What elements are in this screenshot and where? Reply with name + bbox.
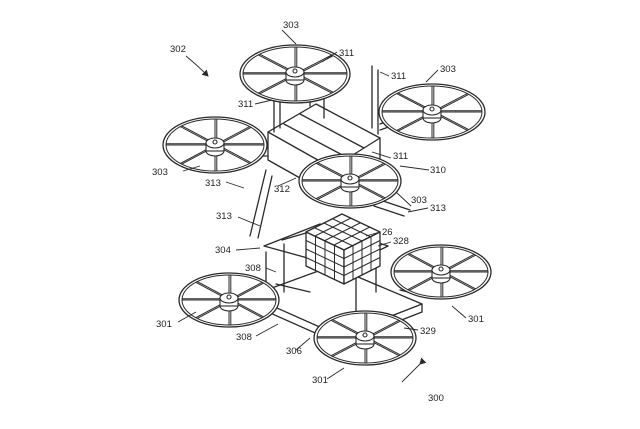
label-308: 308 [245,263,261,274]
motor-shaft [292,68,298,74]
label-311: 311 [393,151,408,162]
label-311: 311 [339,48,354,59]
label-302: 302 [170,44,186,55]
motor-shaft [226,294,232,300]
rotor [298,153,402,209]
rotor [239,44,351,104]
label-303: 303 [411,195,427,206]
label-310: 310 [430,165,446,176]
label-301: 301 [156,319,172,330]
label-312: 312 [274,184,290,195]
label-313: 313 [216,211,232,222]
label-328: 328 [393,236,409,247]
rotor [178,272,280,328]
payload-cube [305,213,381,285]
motor-shaft [212,139,218,145]
label-313: 313 [205,178,221,189]
rotor [162,116,268,174]
label-308: 308 [236,332,252,343]
label-303: 303 [283,20,299,31]
rotor [390,244,492,300]
label-26: 26 [382,227,393,238]
rotor-group [162,44,492,366]
leader-lines [177,29,467,383]
label-304: 304 [215,245,231,256]
motor-shaft [362,332,368,338]
rotor [378,83,486,141]
reference-numerals: 302 303 311 311 303 311 303 313 312 311 … [152,20,484,404]
label-300: 300 [428,393,444,404]
label-311: 311 [238,99,253,110]
rotor [313,310,417,366]
label-329: 329 [420,326,436,337]
label-301: 301 [312,375,328,386]
label-303: 303 [440,64,456,75]
label-301: 301 [468,314,484,325]
motor-shaft [429,106,435,112]
label-313: 313 [430,203,446,214]
support-rods [249,169,411,239]
label-303: 303 [152,167,168,178]
motor-shaft [438,266,444,272]
label-311: 311 [391,71,406,82]
label-306: 306 [286,346,302,357]
motor-shaft [347,175,353,181]
